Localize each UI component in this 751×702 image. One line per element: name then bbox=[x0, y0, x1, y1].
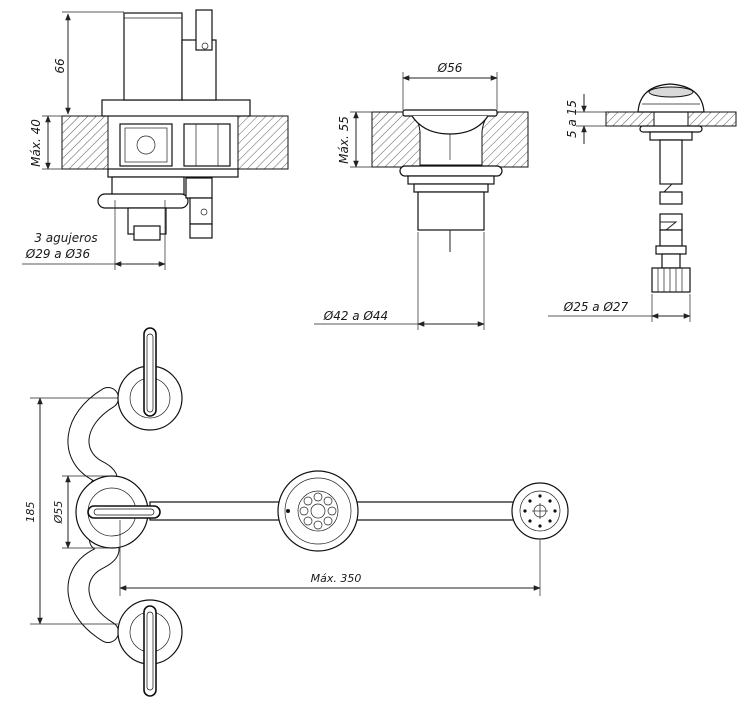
drain-flange bbox=[402, 109, 498, 117]
valve-side-view: 66 Máx. 40 3 agujeros Ø29 a Ø36 bbox=[22, 9, 289, 270]
dim-185: 185 bbox=[24, 502, 37, 523]
spout-side-view: 5 a 15 Ø25 a Ø27 bbox=[548, 83, 737, 322]
cartridge bbox=[119, 123, 173, 167]
dim-max-55: Máx. 55 bbox=[337, 116, 351, 164]
dim-25-27: Ø25 a Ø27 bbox=[563, 300, 629, 314]
top-plan-view: 185 Ø55 Máx. 350 bbox=[24, 327, 569, 697]
drain-side-view: Ø56 Máx. 55 Ø42 a Ø44 bbox=[314, 61, 529, 330]
holes-label-line2: Ø29 a Ø36 bbox=[25, 247, 91, 261]
dim-55: Ø55 bbox=[52, 501, 65, 525]
bottom-valve-lever bbox=[143, 605, 157, 697]
holes-label-line1: 3 agujeros bbox=[34, 231, 97, 245]
valve-handle-body bbox=[123, 12, 183, 101]
dim-56: Ø56 bbox=[437, 61, 463, 75]
dim-42-44: Ø42 a Ø44 bbox=[323, 309, 388, 323]
dim-max-350: Máx. 350 bbox=[311, 572, 362, 585]
dim-66: 66 bbox=[53, 58, 67, 74]
middle-valve-lever bbox=[87, 505, 161, 519]
top-valve-lever bbox=[143, 327, 157, 417]
drain-plan bbox=[277, 470, 359, 552]
top-plate bbox=[101, 99, 251, 117]
dim-5-a-15: 5 a 15 bbox=[565, 100, 579, 138]
dim-max-40: Máx. 40 bbox=[29, 119, 43, 167]
